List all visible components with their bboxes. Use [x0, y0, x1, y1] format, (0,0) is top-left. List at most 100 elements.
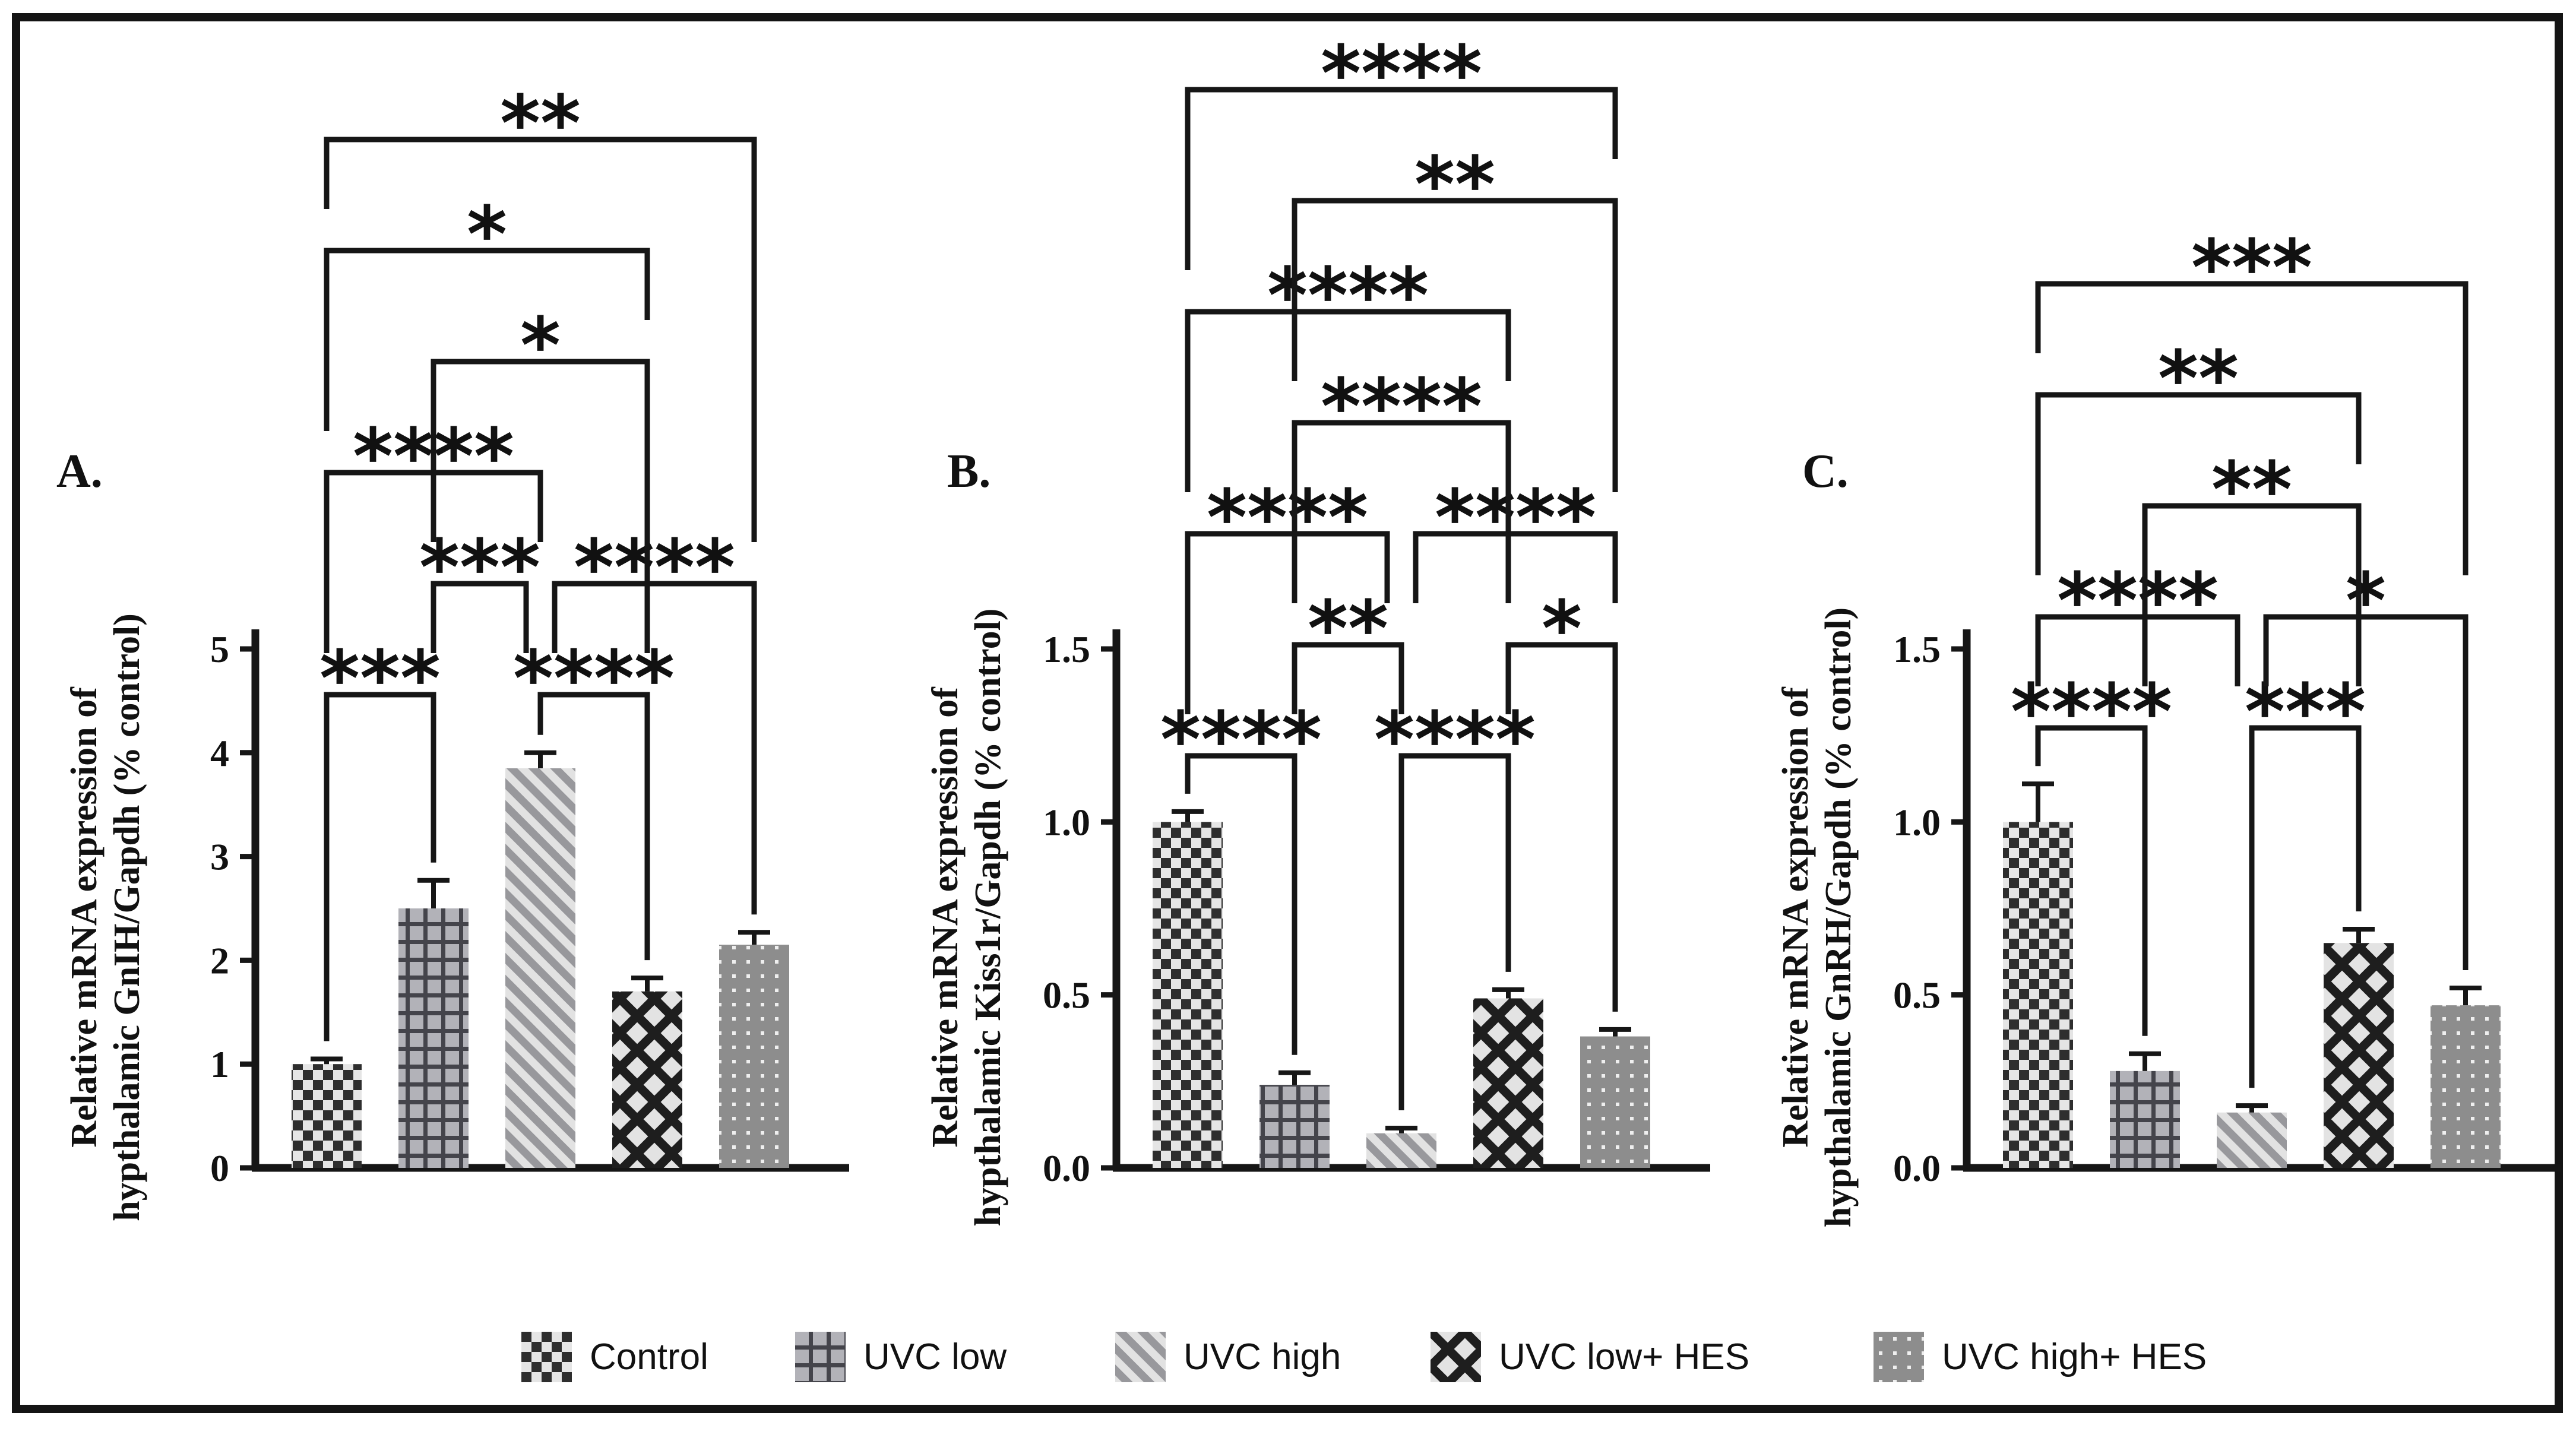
bar-control — [292, 1064, 362, 1168]
significance-bracket — [431, 359, 650, 653]
bar-uvc-high — [505, 768, 575, 1168]
significance-stars: **** — [1321, 28, 1482, 119]
significance-stars: * — [1542, 584, 1582, 674]
error-bar — [1385, 1125, 1417, 1133]
significance-stars: * — [2346, 556, 2386, 646]
y-tick-label: 1.0 — [1893, 801, 1941, 843]
significance-stars: *** — [319, 634, 441, 724]
error-bar — [1599, 1027, 1631, 1037]
error-bar — [1492, 987, 1524, 999]
significance-bracket — [431, 581, 529, 653]
y-tick-label: 5 — [210, 628, 229, 670]
significance-stars: **** — [2011, 667, 2172, 757]
bar-uvc-low — [398, 908, 469, 1168]
significance-stars: **** — [1374, 695, 1536, 785]
significance-stars: **** — [1267, 251, 1429, 341]
significance-stars: ** — [500, 78, 581, 169]
error-bar — [524, 750, 556, 769]
y-axis-label: hypthalamic GnIH/Gapdh (% control) — [107, 613, 147, 1221]
significance-bracket — [2035, 725, 2148, 1036]
bar-uvc-high — [1366, 1133, 1436, 1168]
significance-stars: ** — [1308, 584, 1388, 674]
significance-bracket — [1292, 642, 1404, 714]
bar-uvc-high-hes — [2431, 1005, 2501, 1168]
significance-bracket — [2263, 614, 2469, 971]
y-tick-label: 0.5 — [1043, 974, 1090, 1016]
panel-label: C. — [1802, 445, 1849, 498]
bar-control — [1153, 822, 1223, 1168]
error-bar — [311, 1056, 343, 1065]
y-tick-label: 1.5 — [1043, 628, 1090, 670]
significance-bracket — [1413, 531, 1618, 603]
y-tick-label: 0.5 — [1893, 974, 1941, 1016]
error-bar — [417, 878, 450, 908]
bar-uvc-high-hes — [719, 945, 789, 1168]
error-bar — [2343, 926, 2375, 943]
error-bar — [2450, 986, 2482, 1006]
bar-uvc-low — [1259, 1085, 1330, 1168]
significance-stars: ** — [1414, 140, 1495, 230]
significance-stars: **** — [574, 522, 735, 613]
significance-stars: *** — [419, 522, 540, 613]
bar-uvc-high — [2217, 1112, 2287, 1168]
significance-bracket — [1185, 87, 1618, 270]
significance-bracket — [1505, 642, 1618, 1012]
bar-uvc-high-hes — [1580, 1036, 1650, 1168]
significance-bracket — [2035, 392, 2362, 575]
significance-stars: *** — [2191, 223, 2312, 313]
y-tick-label: 0.0 — [1893, 1147, 1941, 1189]
significance-bracket — [1185, 753, 1298, 1055]
significance-bracket — [1292, 198, 1618, 492]
y-tick-label: 0.0 — [1043, 1147, 1090, 1189]
significance-bracket — [2249, 725, 2362, 1088]
bar-uvc-low-hes — [612, 991, 682, 1168]
bar-uvc-low — [2110, 1071, 2180, 1168]
y-axis-label: Relative mRNA expression of — [925, 686, 966, 1148]
y-tick-label: 2 — [210, 939, 229, 981]
error-bar — [2022, 781, 2054, 822]
significance-bracket — [2142, 503, 2362, 686]
error-bar — [2236, 1103, 2268, 1113]
error-bar — [2129, 1051, 2161, 1071]
y-tick-label: 3 — [210, 836, 229, 878]
bar-uvc-low-hes — [1473, 998, 1543, 1168]
y-tick-label: 0 — [210, 1147, 229, 1189]
y-axis-label: hypthalamic Kiss1r/Gapdh (% control) — [968, 609, 1008, 1227]
significance-stars: **** — [1207, 473, 1368, 563]
bar-control — [2003, 822, 2073, 1168]
error-bar — [1278, 1070, 1311, 1085]
y-tick-label: 4 — [210, 732, 229, 774]
significance-stars: *** — [2245, 667, 2366, 757]
y-tick-label: 1 — [210, 1043, 229, 1085]
significance-stars: * — [467, 189, 507, 280]
significance-bracket — [324, 692, 436, 1041]
significance-bracket — [324, 248, 650, 431]
y-tick-label: 1.0 — [1043, 801, 1090, 843]
significance-stars: **** — [1321, 362, 1482, 452]
panel-label: A. — [56, 445, 103, 498]
significance-stars: **** — [1435, 473, 1596, 563]
significance-stars: **** — [1160, 695, 1322, 785]
significance-bracket — [324, 137, 757, 542]
significance-bracket — [1185, 309, 1511, 492]
significance-stars: ** — [2158, 334, 2239, 424]
bar-uvc-low-hes — [2324, 943, 2394, 1168]
significance-stars: **** — [513, 634, 675, 724]
significance-bracket — [2035, 281, 2469, 575]
error-bar — [631, 976, 663, 992]
significance-bracket — [2035, 614, 2240, 686]
significance-bracket — [1292, 420, 1511, 603]
y-axis-label: Relative mRNA expression of — [1776, 686, 1816, 1148]
figure-border — [12, 13, 2563, 1413]
y-axis-label: Relative mRNA expression of — [64, 686, 105, 1148]
y-axis-label: hypthalamic GnRH/Gapdh (% control) — [1818, 607, 1859, 1227]
significance-bracket — [537, 692, 650, 961]
significance-stars: **** — [2057, 556, 2219, 646]
significance-stars: * — [520, 300, 561, 391]
significance-stars: ** — [2211, 445, 2292, 535]
